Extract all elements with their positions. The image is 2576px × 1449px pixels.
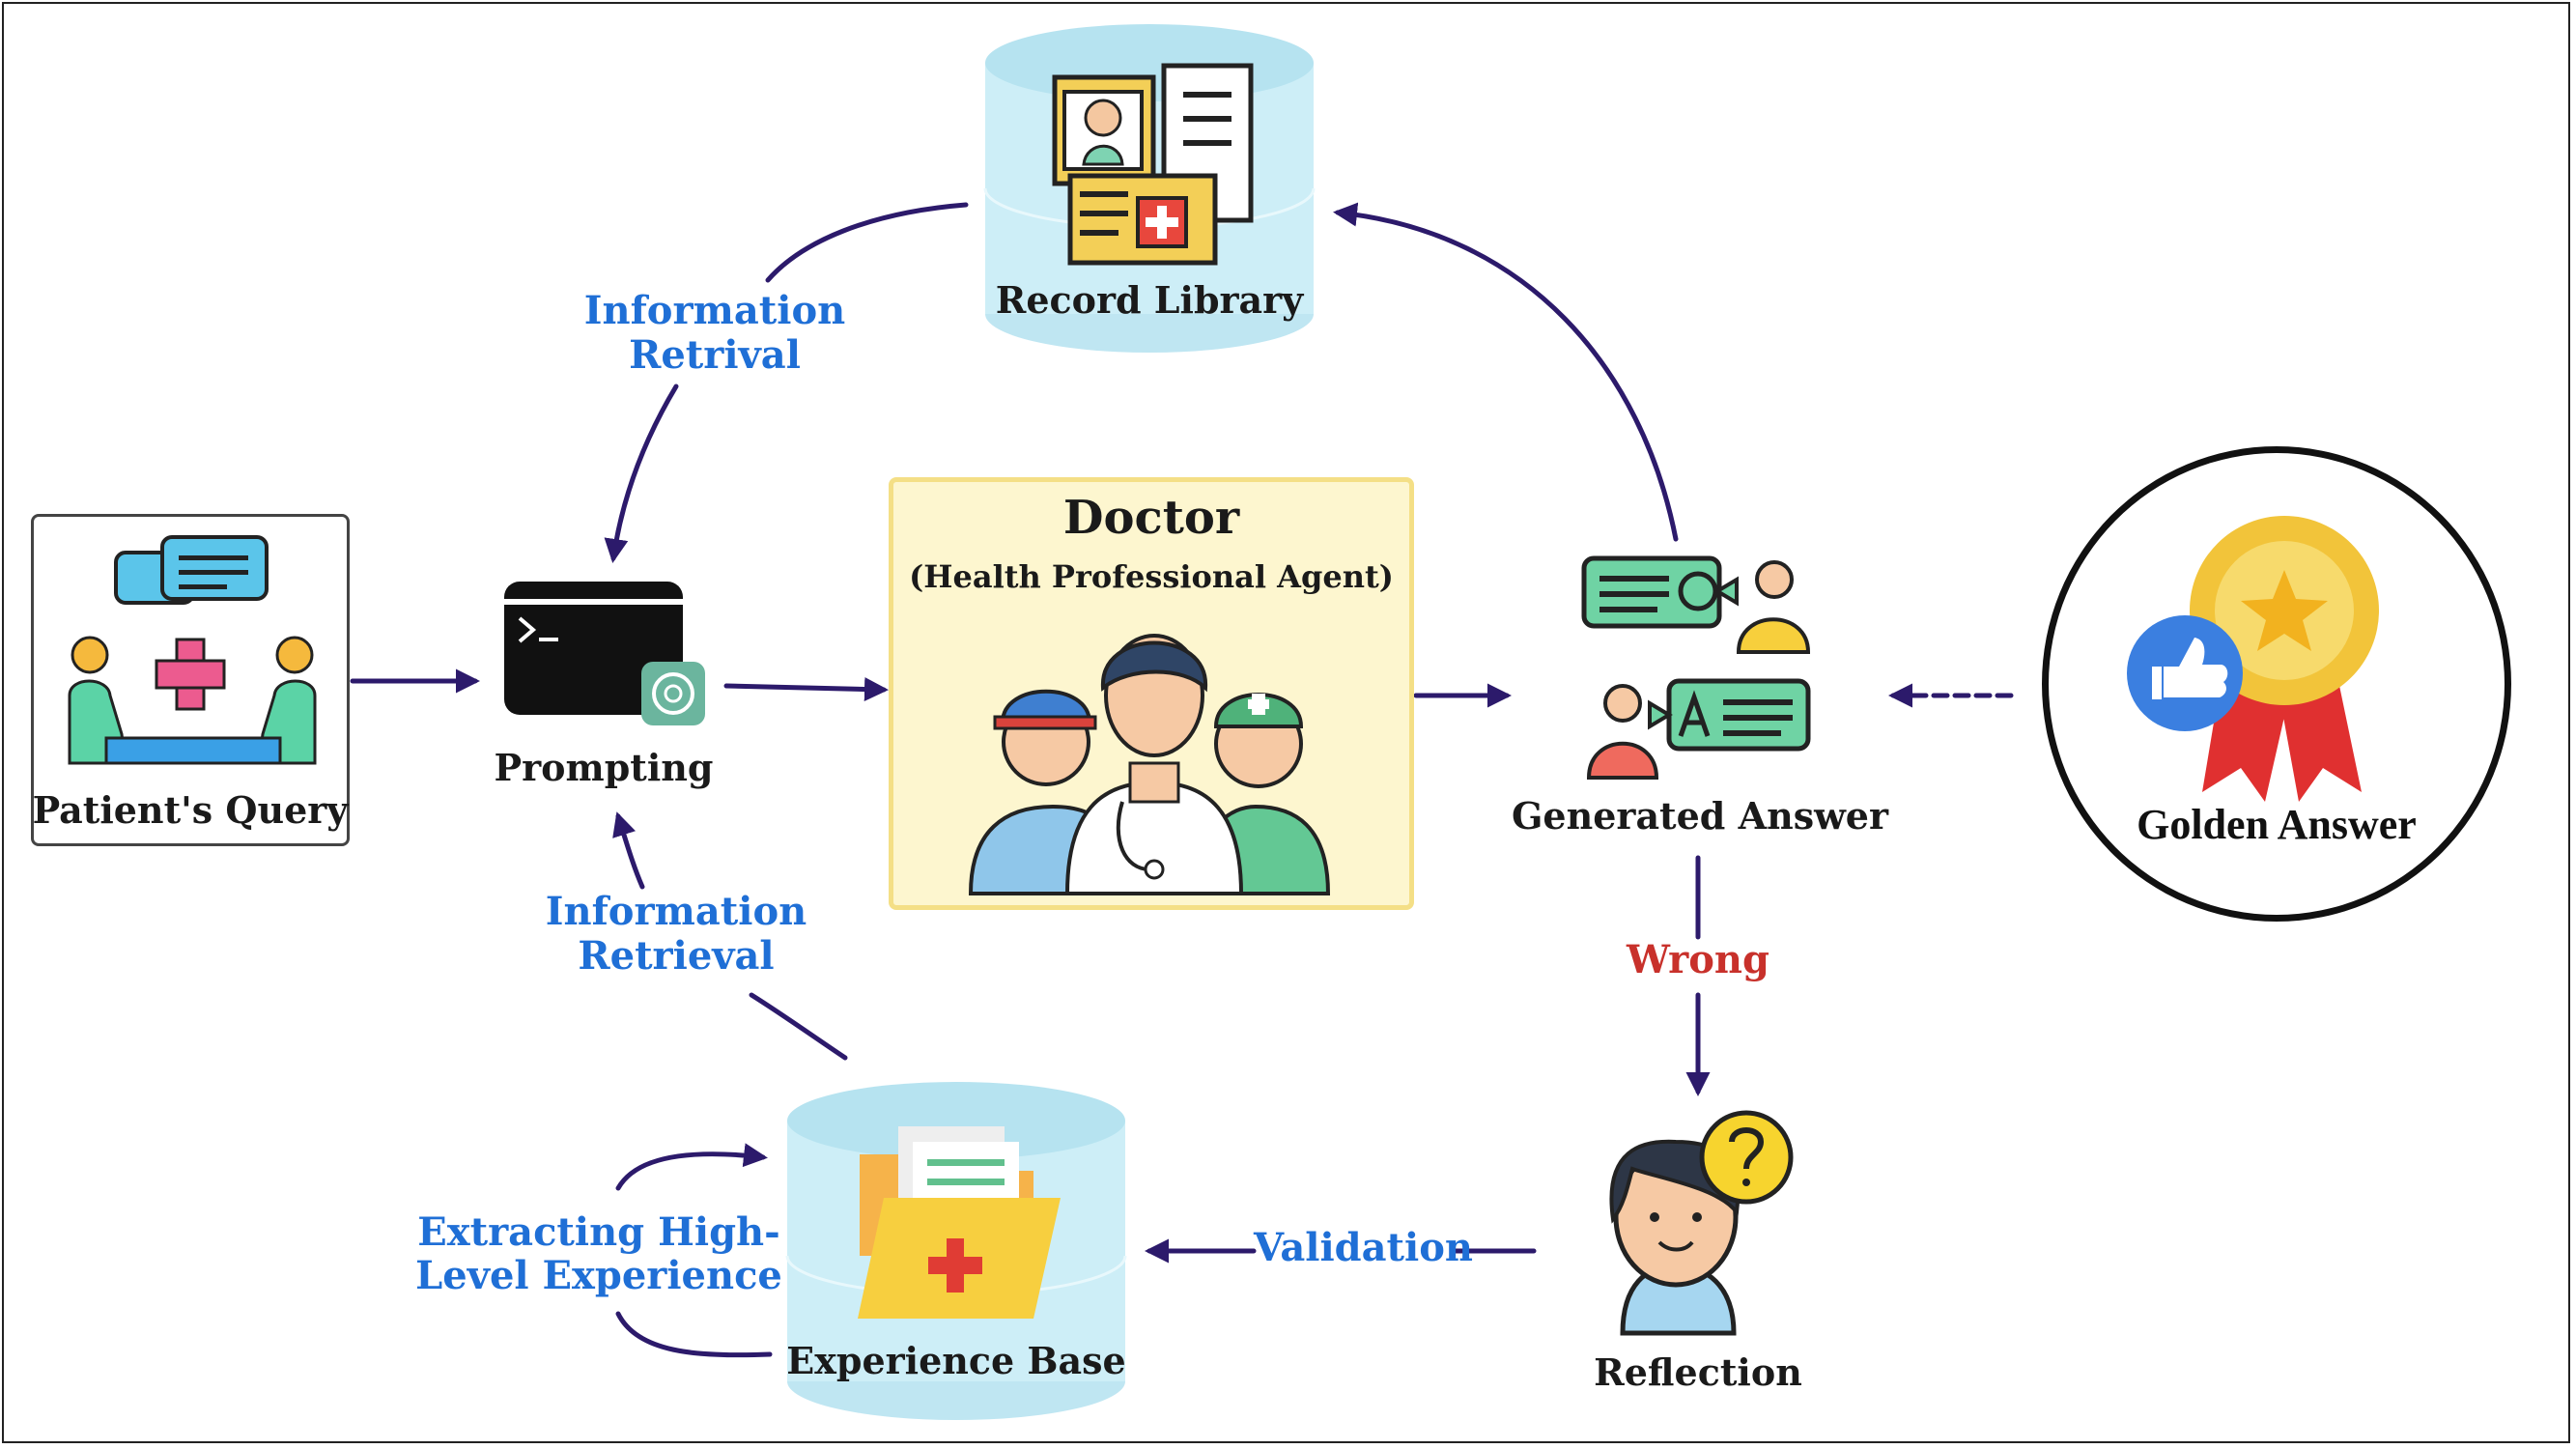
experience-base-label: Experience Base: [786, 1339, 1126, 1382]
terminal-icon: [504, 582, 705, 725]
golden-answer-label: Golden Answer: [2137, 801, 2417, 848]
medical-record-icon: [1052, 63, 1254, 266]
generated-answer-label: Generated Answer: [1511, 794, 1889, 838]
record-library-label: Record Library: [995, 278, 1304, 322]
arrow-loop-bottom: [615, 1311, 773, 1358]
validation-label: Validation: [1254, 1225, 1473, 1270]
information-retrieval-label-line2: Retrieval: [578, 933, 775, 979]
reflection-label: Reflection: [1594, 1350, 1802, 1394]
patients-query-label: Patient's Query: [32, 788, 349, 832]
medical-folder-icon: [858, 1126, 1061, 1319]
doctor-subtitle: (Health Professional Agent): [909, 558, 1394, 595]
prompting-label: Prompting: [494, 746, 714, 789]
doctor-title: Doctor: [1062, 491, 1240, 545]
extracting-label-line1: Extracting High-: [417, 1209, 780, 1255]
information-retrieval-label-line1: Information: [545, 889, 807, 934]
thinking-person-icon: [1609, 1110, 1794, 1336]
arrow-retrieval-to-prompting: [612, 811, 645, 890]
wrong-label: Wrong: [1627, 937, 1769, 982]
arrow-experience-to-retrieval: [749, 992, 848, 1061]
arrow-loop-top: [615, 1143, 768, 1191]
question-answer-icon: [1581, 555, 1811, 780]
arrow-retrival-to-prompting: [604, 384, 679, 563]
arrow-answer-to-record: [1333, 202, 1679, 542]
information-retrival-label-line2: Retrival: [629, 332, 801, 378]
extracting-label-line2: Level Experience: [415, 1253, 782, 1298]
arrow-record-to-retrival: [765, 202, 969, 283]
arrow-prompting-to-doctor: [723, 677, 889, 702]
information-retrival-label-line1: Information: [583, 288, 846, 333]
